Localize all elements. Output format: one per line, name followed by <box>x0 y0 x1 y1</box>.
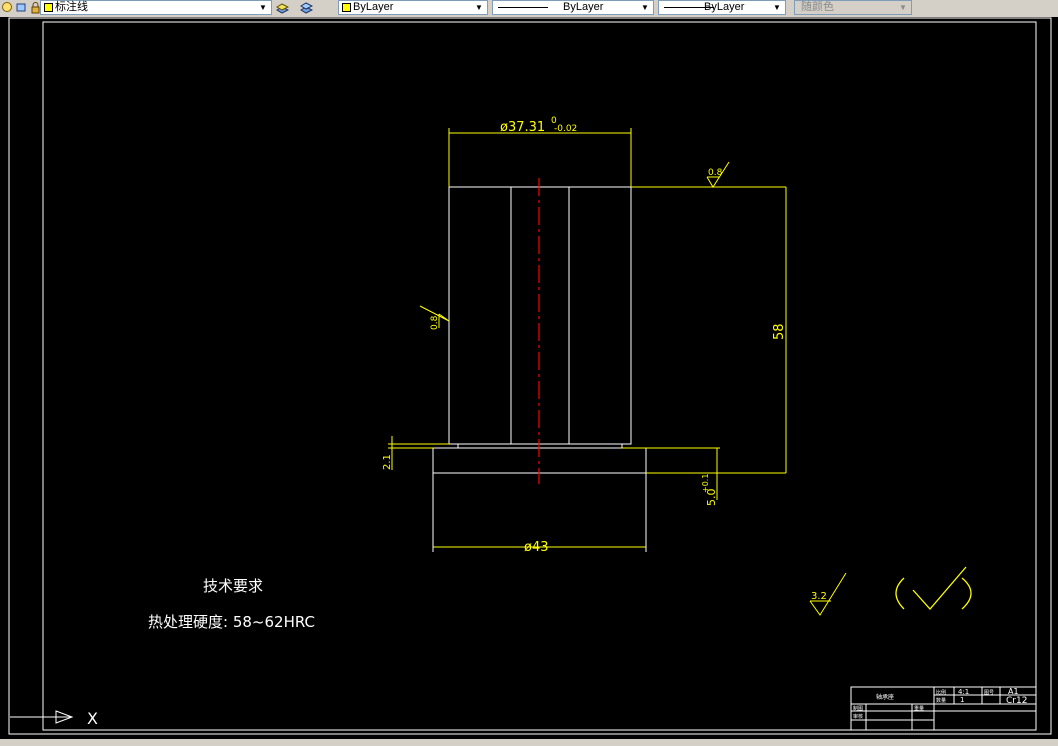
dim-height: 58 <box>772 323 787 340</box>
roughness-symbol-top <box>706 161 730 188</box>
lineweight-value: ByLayer <box>704 1 745 13</box>
plotstyle-dropdown: 随颜色 ▼ <box>794 0 912 15</box>
dim-top-upper-tol: 0 <box>551 116 557 126</box>
layer-color-swatch <box>44 3 53 12</box>
lineweight-preview <box>664 7 714 8</box>
sun-icon[interactable] <box>15 1 28 14</box>
title-block-material: Cr12 <box>1006 696 1027 706</box>
lineweight-dropdown[interactable]: ByLayer ▼ <box>658 0 786 15</box>
chevron-down-icon[interactable]: ▼ <box>773 3 781 12</box>
chevron-down-icon[interactable]: ▼ <box>641 3 649 12</box>
title-block-qty-label: 数量 <box>936 697 946 704</box>
cylinder-body <box>448 186 632 445</box>
roughness-default-value: 3.2 <box>811 591 827 602</box>
title-block-sheet-value: A1 <box>1008 687 1019 696</box>
linetype-preview <box>498 7 548 8</box>
ucs-icon <box>10 710 74 724</box>
color-dropdown[interactable]: ByLayer ▼ <box>338 0 488 15</box>
roughness-left-value: 0.8 <box>430 315 440 330</box>
layer-state-icon[interactable] <box>1 1 14 14</box>
layout-tabs-bar <box>0 739 1058 746</box>
title-block-qty-value: 1 <box>960 696 964 704</box>
title-block-sheet-label: 图号 <box>984 690 994 696</box>
title-block-scale-value: 4:1 <box>958 688 969 696</box>
roughness-symbol-left <box>419 305 450 328</box>
dim-step: 5.0 <box>705 489 718 507</box>
dim-top-diameter: ø37.31 <box>500 120 545 135</box>
make-object-layer-current-icon[interactable] <box>276 1 289 14</box>
roughness-top-value: 0.8 <box>708 168 723 178</box>
chevron-down-icon: ▼ <box>899 3 907 12</box>
layer-previous-icon[interactable] <box>300 1 313 14</box>
properties-toolbar: 标注线 ▼ ByLayer ▼ ByLayer ▼ ByLayer ▼ 随颜色 … <box>0 0 1058 18</box>
title-block-drawn-label: 制图 <box>853 705 863 712</box>
tech-req-text: 热处理硬度: 58~62HRC <box>148 613 315 631</box>
outer-sheet-border <box>8 17 1052 735</box>
dim-bottom-diameter: ø43 <box>524 540 549 555</box>
plotstyle-value: 随颜色 <box>801 1 834 13</box>
layer-name: 标注线 <box>55 1 88 13</box>
color-swatch <box>342 3 351 12</box>
title-block-scale-label: 比例 <box>936 689 946 696</box>
drawing-canvas[interactable]: ø37.31 0 -0.02 58 2.1 5.0 +0.1 ø43 0.8 0… <box>0 17 1058 746</box>
ucs-x-label: X <box>87 709 98 728</box>
chevron-down-icon[interactable]: ▼ <box>475 3 483 12</box>
title-block-checked-label: 审核 <box>853 713 863 720</box>
dim-top-lower-tol: -0.02 <box>554 124 577 134</box>
dim-flange-thickness: 2.1 <box>382 454 393 470</box>
title-block-weight-label: 重量 <box>914 705 924 712</box>
roughness-other-symbol <box>895 566 972 610</box>
model-space-background <box>0 17 1058 746</box>
color-value: ByLayer <box>353 1 394 13</box>
linetype-dropdown[interactable]: ByLayer ▼ <box>492 0 654 15</box>
title-block-name: 轴承座 <box>876 693 894 701</box>
inner-drawing-frame <box>42 21 1037 731</box>
layer-dropdown[interactable]: 标注线 ▼ <box>40 0 272 15</box>
chevron-down-icon[interactable]: ▼ <box>259 3 267 12</box>
linetype-value: ByLayer <box>563 1 604 13</box>
lock-icon[interactable] <box>29 1 42 14</box>
roughness-symbol-default <box>809 572 847 616</box>
dimensions <box>388 128 787 548</box>
tech-req-title: 技术要求 <box>203 577 263 595</box>
dim-step-tol: +0.1 <box>701 474 710 493</box>
title-block <box>850 686 1037 731</box>
